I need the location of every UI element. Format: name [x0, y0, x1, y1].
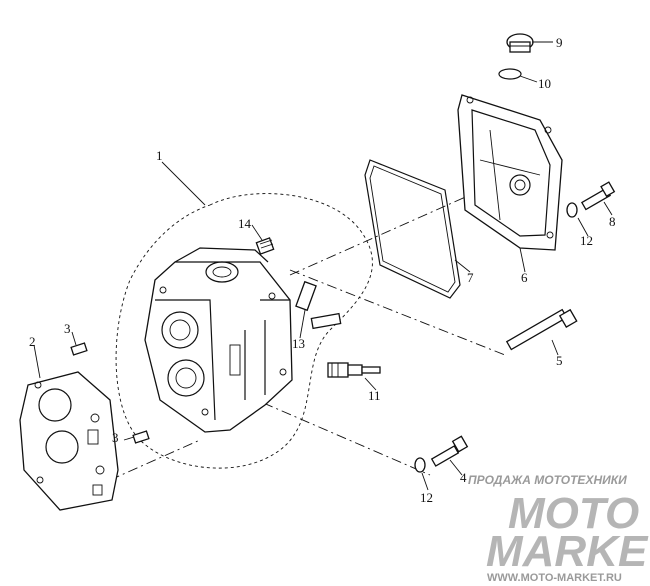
- stud-pins: [295, 280, 342, 330]
- small-plug: [255, 237, 275, 255]
- head-cover: [457, 94, 563, 251]
- centerline-cover: [289, 194, 471, 276]
- washer-upper: [566, 202, 578, 218]
- watermark: ПРОДАЖА МОТОТЕХНИКИ MOTO MARKET WWW.MOTO…: [468, 473, 650, 584]
- callout-12-upper: 12: [580, 233, 593, 248]
- callout-5: 5: [556, 353, 563, 368]
- long-head-bolt: [505, 308, 578, 351]
- short-bolt: [430, 435, 469, 467]
- callout-10: 10: [538, 76, 551, 91]
- callout-11: 11: [368, 388, 381, 403]
- o-ring: [498, 68, 522, 80]
- callout-8: 8: [609, 214, 616, 229]
- spark-plug: [327, 362, 381, 378]
- callout-13: 13: [292, 336, 305, 351]
- head-gasket: [19, 371, 119, 511]
- callout-2: 2: [29, 334, 36, 349]
- callout-12-lower: 12: [420, 490, 433, 505]
- cover-bolt: [580, 181, 616, 211]
- washer-lower: [414, 457, 426, 473]
- cylinder-head: [144, 247, 293, 433]
- centerline-bolt-5: [289, 269, 506, 356]
- callout-9: 9: [556, 35, 563, 50]
- callout-3-upper: 3: [64, 321, 71, 336]
- watermark-tagline: ПРОДАЖА МОТОТЕХНИКИ: [468, 473, 627, 487]
- watermark-brand-bottom: MARKET: [486, 527, 650, 576]
- centerline-bolt-4: [244, 394, 431, 476]
- callout-4: 4: [460, 470, 467, 485]
- callout-3-lower: 3: [112, 430, 119, 445]
- oil-filler-cap: [506, 33, 534, 53]
- dowel-pin-upper: [70, 342, 88, 356]
- cover-gasket: [364, 159, 461, 299]
- watermark-url: WWW.MOTO-MARKET.RU: [487, 572, 622, 584]
- watermark-brand-top: MOTO: [508, 489, 639, 538]
- centerline-lower-left: [109, 439, 201, 481]
- callout-7: 7: [467, 270, 474, 285]
- callout-14: 14: [238, 216, 252, 231]
- callout-6: 6: [521, 270, 528, 285]
- callout-1: 1: [156, 148, 163, 163]
- dowel-pin-lower: [132, 430, 150, 444]
- leader-lines: [33, 41, 613, 491]
